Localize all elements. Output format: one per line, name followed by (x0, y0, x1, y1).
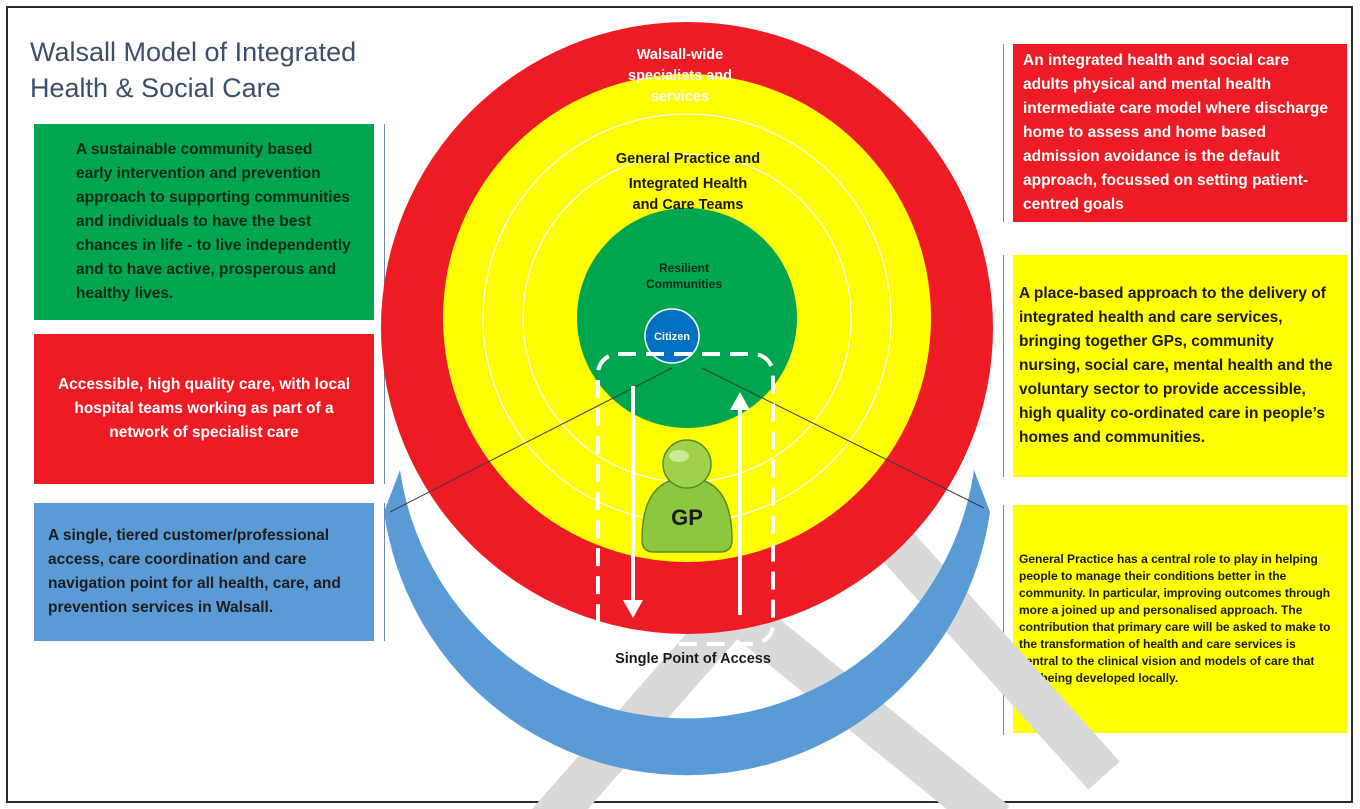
hospital-care-box: Accessible, high quality care, with loca… (34, 334, 374, 484)
down-arrow (623, 386, 643, 618)
green-circle-label: Communities (646, 277, 722, 291)
place-based-box: A place-based approach to the delivery o… (1013, 255, 1347, 477)
outer-ring-label: specialists and (628, 68, 732, 84)
divider-line (384, 503, 385, 641)
outer-ring-label: Walsall-wide (637, 47, 723, 63)
divider-line (384, 124, 385, 320)
yellow-ring-label: and Care Teams (633, 197, 744, 213)
divider-line (384, 334, 385, 484)
citizen-label: Citizen (654, 331, 690, 343)
gp-label: GP (671, 505, 703, 530)
divider-line (1003, 505, 1004, 735)
yellow-ring-label: General Practice and (616, 151, 760, 167)
early-intervention-box: A sustainable community based early inte… (34, 124, 374, 320)
spoke-line (701, 367, 985, 509)
yellow-ring-label: Integrated Health (629, 176, 747, 192)
up-arrow (730, 392, 750, 615)
single-point-of-access-label: Single Point of Access (615, 651, 771, 667)
divider-line (1003, 44, 1004, 222)
single-access-box: A single, tiered customer/professional a… (34, 503, 374, 641)
citizen-circle (644, 308, 700, 364)
green-circle-label: Resilient (659, 261, 709, 275)
outer-ring-label: services (651, 89, 709, 105)
intermediate-care-box: An integrated health and social care adu… (1013, 44, 1347, 222)
page-title: Walsall Model of Integrated Health & Soc… (30, 37, 357, 103)
divider-line (1003, 255, 1004, 477)
spoke-line (389, 367, 673, 513)
general-practice-box: General Practice has a central role to p… (1013, 505, 1347, 733)
care-pathway-dashed-box (596, 352, 775, 646)
gp-person-icon (641, 439, 733, 553)
single-point-of-access-arc (384, 470, 990, 776)
